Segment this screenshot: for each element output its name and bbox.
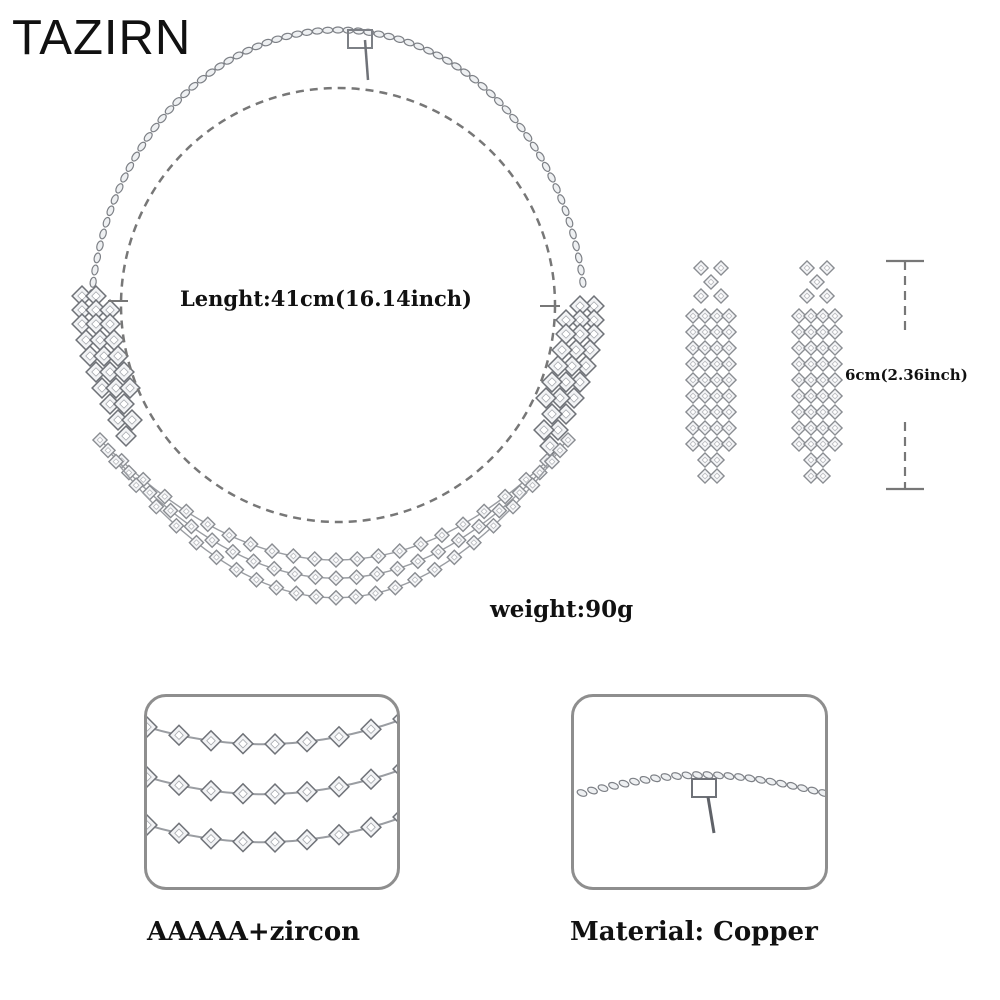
- earring-size-guide: [886, 259, 924, 491]
- earring-size-label: 6cm(2.36inch): [845, 366, 968, 384]
- necklace-image: [71, 26, 605, 606]
- detail-strands-inset: [144, 694, 400, 890]
- weight-label: weight:90g: [490, 596, 634, 623]
- earrings-image: [685, 260, 843, 484]
- material-label: Material: Copper: [570, 917, 818, 947]
- length-label: Lenght:41cm(16.14inch): [180, 286, 472, 311]
- brand-logo: TAZIRN: [12, 11, 192, 65]
- clasp-closeup-image: [575, 769, 825, 834]
- detail-clasp-inset: [571, 694, 828, 890]
- zircon-closeup-image: [147, 708, 397, 853]
- zircon-label: AAAAA+zircon: [147, 917, 361, 947]
